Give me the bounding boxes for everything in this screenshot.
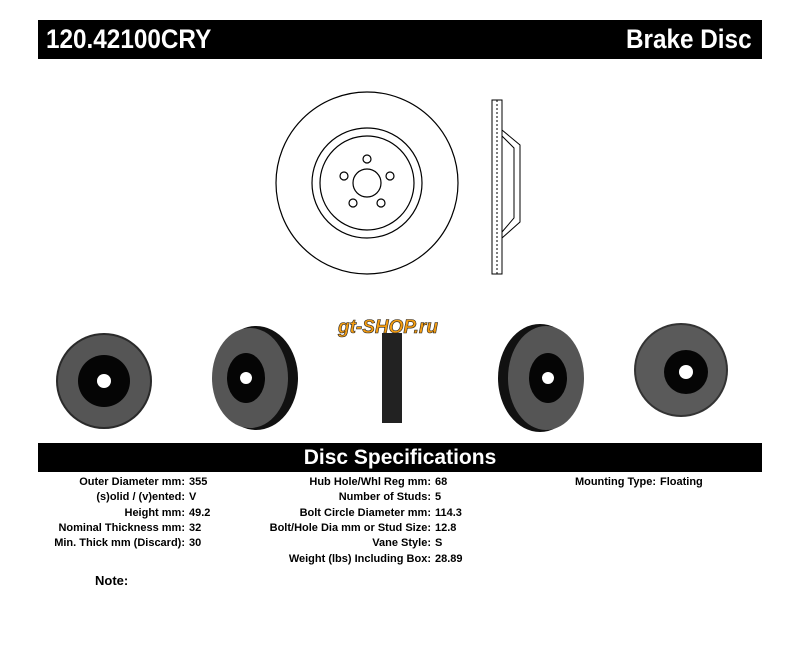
part-number: 120.42100CRY — [46, 24, 212, 54]
spec-value: 49.2 — [189, 506, 211, 519]
spec-value: 5 — [435, 491, 442, 504]
spec-label: Min. Thick mm (Discard): — [54, 537, 185, 550]
svg-text:gt-SHOP.ru: gt-SHOP.ru — [337, 317, 438, 338]
spec-label: Weight (lbs) Including Box: — [288, 552, 431, 565]
spec-label: Bolt/Hole Dia mm or Stud Size: — [269, 521, 431, 534]
spec-label: Height mm: — [124, 506, 186, 519]
note-label: Note: — [95, 573, 129, 588]
spec-value: 30 — [189, 537, 202, 550]
header-bar: 120.42100CRY Brake Disc — [38, 20, 762, 59]
spec-value: 32 — [189, 521, 202, 534]
spec-label: Hub Hole/Whl Reg mm: — [309, 476, 431, 488]
spec-value: 28.89 — [435, 552, 463, 565]
spec-value: 355 — [189, 476, 208, 488]
spec-label: Vane Style: — [372, 537, 431, 550]
front-view-drawing — [275, 91, 459, 275]
spec-value: S — [435, 537, 443, 550]
watermark-logo: gt-SHOP.ru — [337, 317, 439, 423]
spec-label: (s)olid / (v)ented: — [96, 491, 185, 504]
spec-value: V — [189, 491, 197, 504]
disc-photo-2 — [212, 326, 298, 430]
disc-photo-1 — [56, 333, 152, 429]
spec-label: Nominal Thickness mm: — [58, 521, 185, 534]
spec-label: Outer Diameter mm: — [79, 476, 185, 488]
disc-photo-4 — [498, 324, 584, 432]
spec-label: Number of Studs: — [338, 491, 431, 504]
disc-photo-5 — [634, 323, 728, 417]
spec-label: Mounting Type: — [574, 476, 656, 488]
product-type: Brake Disc — [626, 24, 752, 54]
spec-value: Floating — [660, 476, 703, 488]
side-profile-drawing — [491, 99, 521, 275]
spec-value: 114.3 — [435, 506, 462, 519]
spec-label: Bolt Circle Diameter mm: — [299, 506, 431, 519]
spec-title: Disc Specifications — [38, 443, 762, 472]
spec-value: 12.8 — [435, 521, 457, 534]
spec-value: 68 — [435, 476, 448, 488]
